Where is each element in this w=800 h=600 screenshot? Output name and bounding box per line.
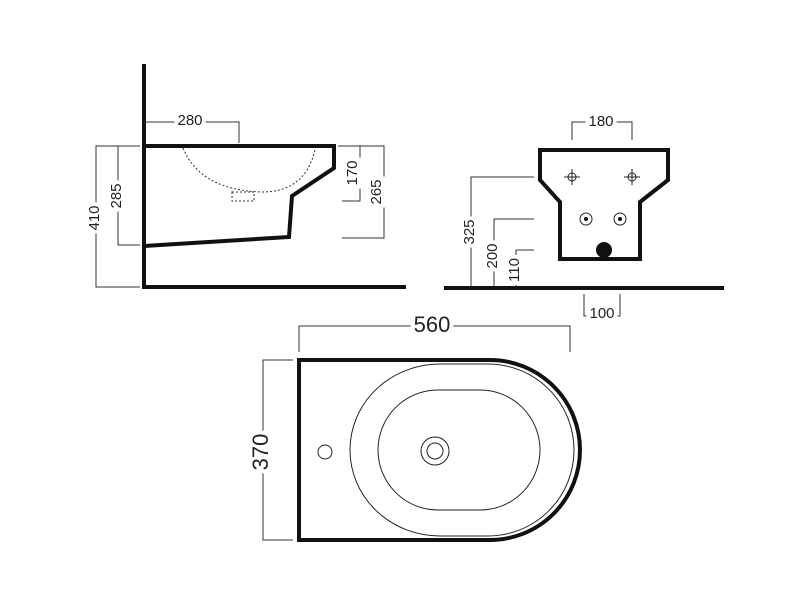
label-halo — [484, 240, 501, 272]
front-fixing-hole-right — [613, 212, 627, 226]
dim-side-rim-label: 170 — [344, 160, 361, 185]
label-halo — [108, 180, 125, 212]
top-bowl — [377, 389, 541, 511]
label-halo — [368, 176, 385, 208]
dim-front-fixing-label: 325 — [461, 219, 478, 244]
side-wall-line — [142, 64, 406, 289]
top-view: 560 370 — [248, 312, 582, 542]
dim-front-fixing-line — [470, 176, 534, 286]
label-halo — [586, 305, 618, 322]
front-tap-hole-right — [624, 169, 640, 185]
top-drain-outer — [420, 436, 450, 466]
side-view: 280 410 285 170 265 — [86, 64, 406, 289]
dim-front-drain-label: 110 — [506, 258, 523, 282]
label-halo — [506, 255, 523, 285]
side-drain-hole — [231, 191, 255, 202]
dim-top-width-label: 370 — [248, 434, 273, 471]
label-halo — [174, 112, 206, 129]
front-drain-outlet — [596, 242, 612, 258]
top-bidet-outline — [297, 358, 582, 542]
dim-side-outlet-label: 265 — [368, 179, 385, 204]
side-bowl-inner — [182, 147, 316, 193]
label-halo — [248, 430, 273, 474]
front-view: 180 325 200 110 100 — [444, 113, 724, 322]
dim-front-supply-label: 200 — [484, 243, 501, 268]
dim-side-depth-label: 280 — [177, 112, 202, 129]
top-tap-hole — [317, 444, 333, 460]
label-halo — [344, 157, 361, 189]
label-halo — [410, 312, 454, 337]
front-bidet-outline — [538, 148, 670, 261]
dim-front-offset-label: 100 — [589, 305, 614, 322]
side-bidet-outline — [141, 144, 336, 249]
dim-front-width-label: 180 — [588, 113, 613, 130]
label-halo — [86, 202, 103, 234]
top-drain-inner — [426, 442, 444, 460]
dim-top-length-label: 560 — [414, 312, 451, 337]
dim-side-total-label: 410 — [86, 205, 103, 230]
front-fixing-hole-left — [579, 212, 593, 226]
label-halo — [461, 216, 478, 248]
dim-side-bottom-label: 285 — [108, 183, 125, 208]
label-halo — [585, 113, 617, 130]
top-rim-inner — [349, 363, 575, 537]
front-tap-hole-left — [564, 169, 580, 185]
